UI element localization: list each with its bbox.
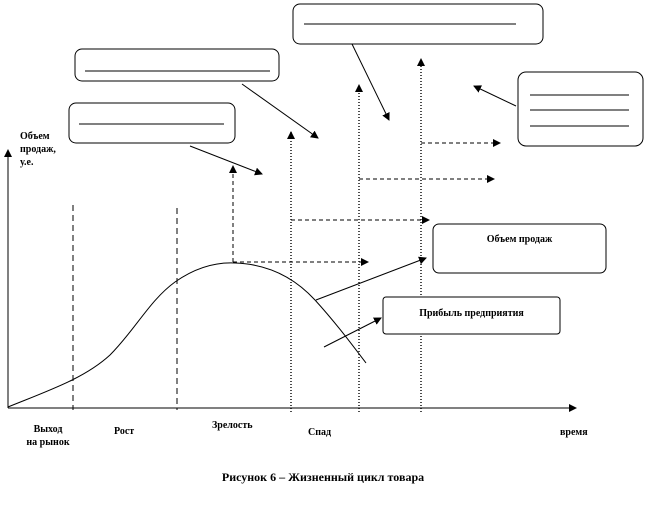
stage-label-launch-line-1: Выход [33,424,63,435]
y-axis-label-line-3: у.е. [20,157,34,168]
stage-label-growth: Рост [114,426,135,437]
stage-label-maturity: Зрелость [212,420,253,431]
sales-box-label: Объем продаж [486,234,553,245]
blank-box-2 [74,48,280,82]
profit-box-label: Прибыль предприятия [419,308,524,319]
lifecycle-curve [7,262,367,408]
y-axis-label-line-2: продаж, [20,144,56,155]
pointer-box-1 [189,145,263,176]
profit-box [382,296,561,335]
pointer-profit [323,317,382,348]
blank-box-4 [517,71,644,147]
stage-label-launch: Выход на рынок [18,423,78,449]
pointer-sales [315,256,427,301]
pointer-box-2 [241,83,319,139]
stage-label-decline: Спад [308,427,332,438]
sales-box [432,223,607,274]
figure-caption: Рисунок 6 – Жизненный цикл товара [221,470,425,484]
stage-label-launch-line-2: на рынок [26,437,70,448]
blank-box-1 [68,102,236,144]
x-axis-label: время [560,427,588,438]
pointer-box-3 [351,43,390,121]
y-axis-label-line-1: Объем [20,131,50,142]
y-axis-label: Объем продаж, у.е. [20,130,56,169]
pointer-box-4 [473,85,517,107]
